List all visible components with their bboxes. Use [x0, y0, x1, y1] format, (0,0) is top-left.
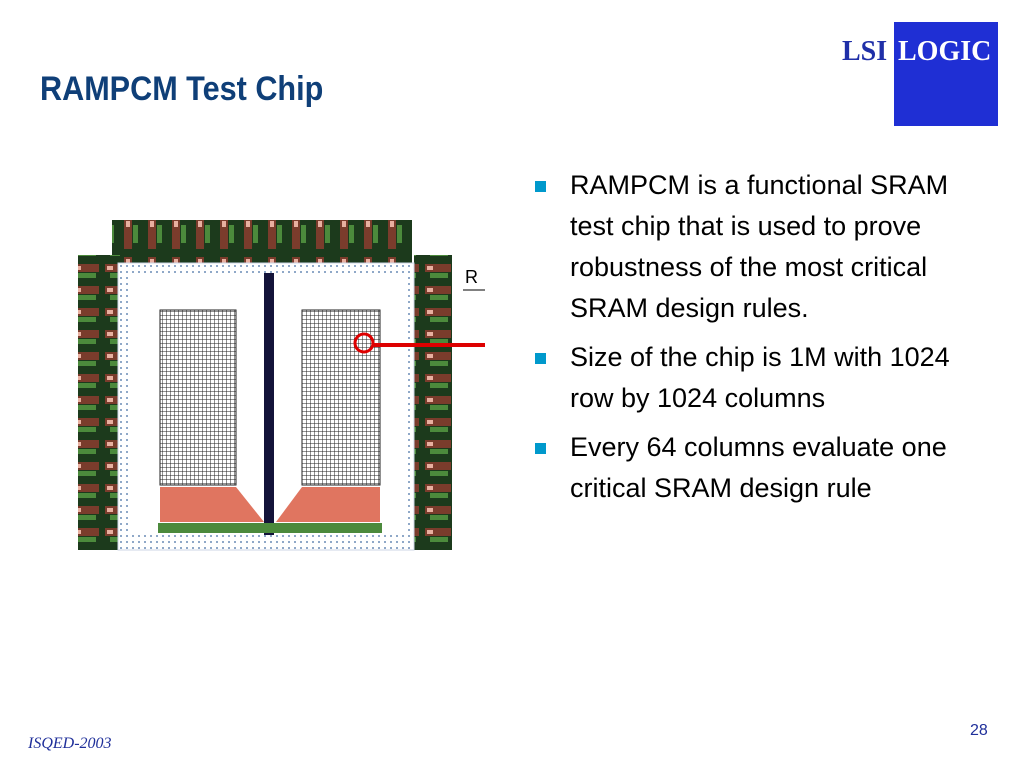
bullet-list: RAMPCM is a functional SRAM test chip th…	[535, 165, 975, 517]
bullet-text: Every 64 columns evaluate one critical S…	[570, 432, 947, 503]
decoder-right	[276, 487, 380, 522]
chip-image-label-fragment: R	[465, 267, 478, 287]
logo-left-text: LSI	[842, 36, 888, 67]
center-column	[264, 273, 274, 535]
logo-blue-box: LOGIC	[894, 22, 998, 126]
bullet-text: Size of the chip is 1M with 1024 row by …	[570, 342, 950, 413]
square-bullet-icon	[535, 181, 546, 192]
decoder-left	[160, 487, 264, 522]
square-bullet-icon	[535, 443, 546, 454]
page-number: 28	[970, 722, 988, 739]
chip-layout-image: R	[78, 220, 485, 551]
pad-ring-top	[112, 220, 412, 265]
memory-array-right	[301, 309, 381, 486]
memory-array-left	[159, 309, 237, 486]
slide-title: RAMPCM Test Chip	[40, 70, 324, 108]
pad-ring-left	[78, 255, 120, 550]
square-bullet-icon	[535, 353, 546, 364]
bullet-text: RAMPCM is a functional SRAM test chip th…	[570, 170, 949, 323]
bullet-item: Every 64 columns evaluate one critical S…	[535, 427, 975, 509]
footer-conference: ISQED-2003	[28, 735, 112, 752]
bullet-item: RAMPCM is a functional SRAM test chip th…	[535, 165, 975, 329]
pad-ring-right	[414, 255, 452, 550]
lsi-logic-logo: LSI LOGIC	[842, 22, 998, 126]
bullet-item: Size of the chip is 1M with 1024 row by …	[535, 337, 975, 419]
logo-right-text: LOGIC	[898, 36, 992, 67]
